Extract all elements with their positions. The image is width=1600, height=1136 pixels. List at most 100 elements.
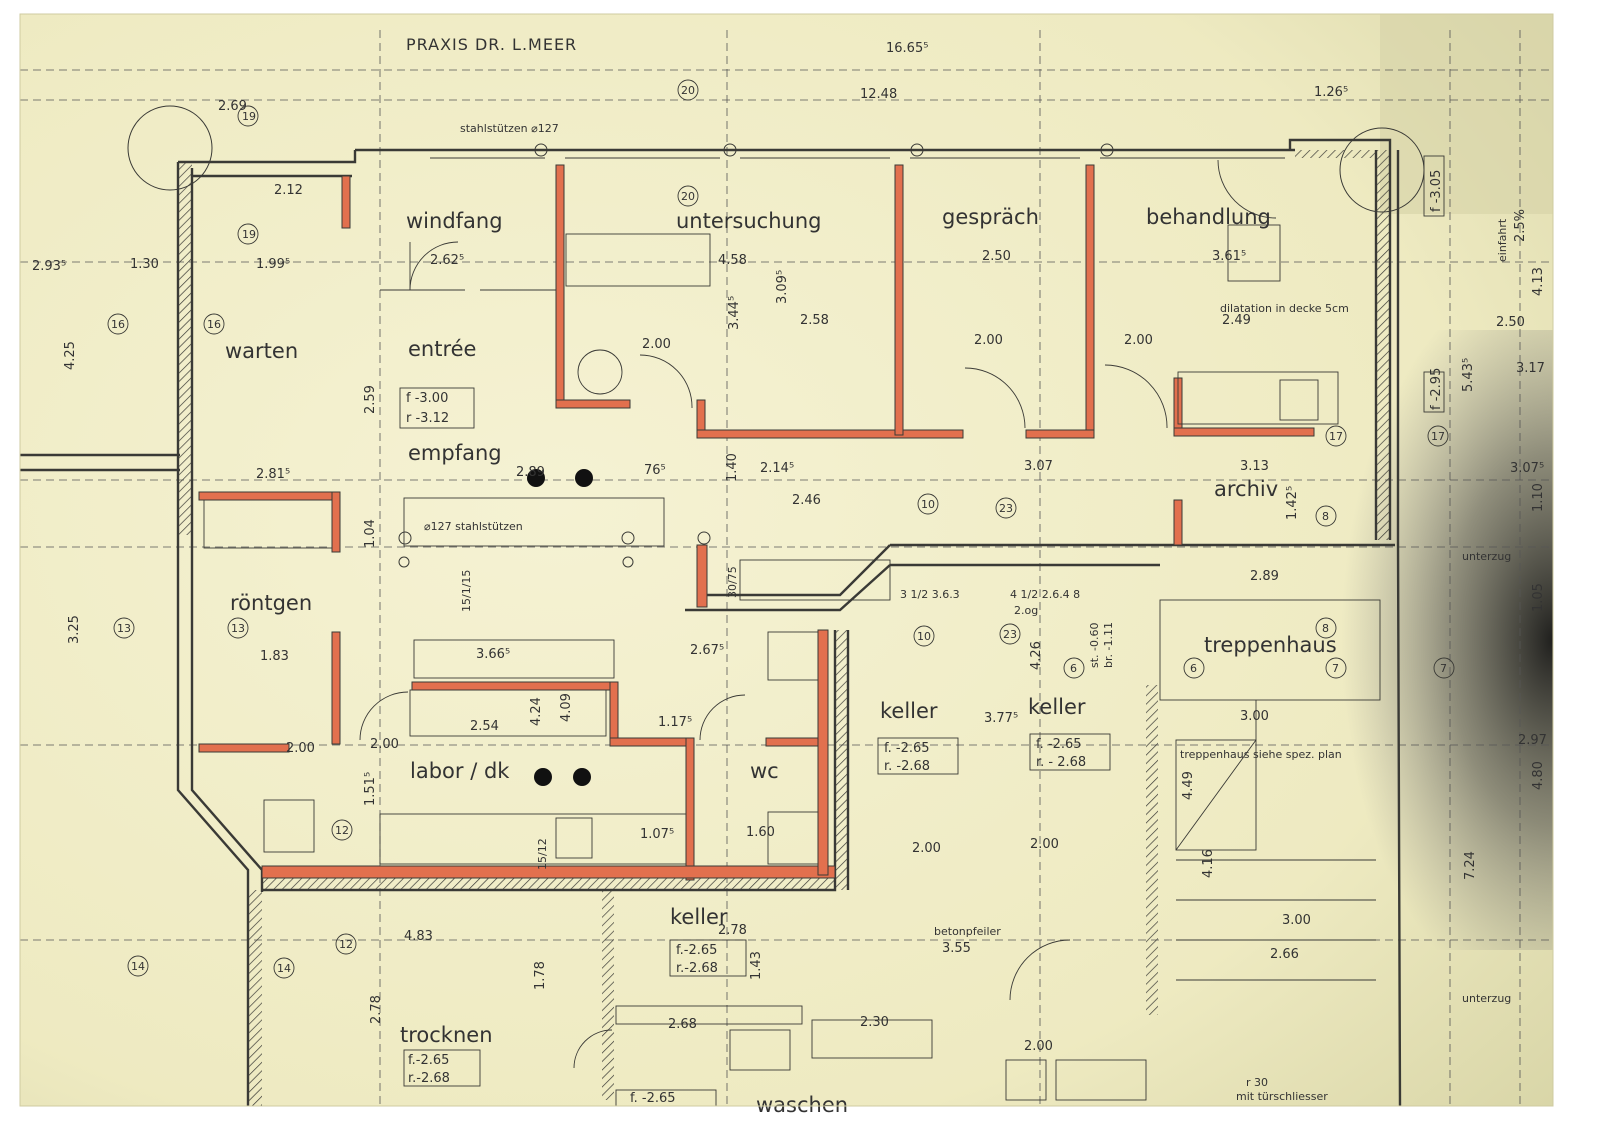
note-betonpfeiler: betonpfeiler [934, 925, 1001, 938]
axis-label: 6 [1190, 662, 1197, 675]
level-archiv-f: f -2.95 [1429, 368, 1444, 410]
dim-label: 30/75 [726, 566, 739, 598]
room-entree: entrée [408, 337, 476, 361]
level-behandlung-f: f -3.05 [1429, 170, 1444, 212]
dim-label: 2.00 [286, 741, 315, 756]
dim-label: 1.60 [746, 825, 775, 840]
note-dilatation: dilatation in decke 5cm [1220, 302, 1349, 315]
room-waschen: waschen [756, 1093, 848, 1117]
note-r30: r 30 [1246, 1076, 1268, 1089]
dim-label: 2.89 [1250, 569, 1279, 584]
columns [127, 105, 1425, 568]
room-treppenhaus: treppenhaus [1204, 633, 1337, 657]
axis-label: 16 [111, 318, 125, 331]
room-behandlung: behandlung [1146, 205, 1271, 229]
note-betonpfeiler-dim: 3.55 [942, 941, 971, 956]
axis-label: 8 [1322, 622, 1329, 635]
axis-label: 10 [921, 498, 935, 511]
dimension-labels: 12.48 1.26⁵ 2.69 2.93⁵ 1.30 1.99⁵ 2.62⁵ … [32, 85, 1547, 1054]
dim-label: 4.83 [404, 929, 433, 944]
axis-label: 23 [1003, 628, 1017, 641]
dim-label: 2.00 [642, 337, 671, 352]
dim-label: 2.46 [792, 493, 821, 508]
dim-label: 3.66⁵ [476, 647, 510, 662]
note-einfahrt-pct: 2.5% [1513, 209, 1528, 242]
dim-label: 3.61⁵ [1212, 249, 1246, 264]
fixtures [203, 224, 1381, 1107]
axis-label: 6 [1070, 662, 1077, 675]
dim-label: 3.13 [1240, 459, 1269, 474]
dim-label: 2.59 [363, 385, 378, 414]
room-keller-1: keller [880, 699, 938, 723]
note-keller-ref1: 3 1/2 3.6.3 [900, 588, 960, 601]
axis-label: 14 [131, 960, 145, 973]
dim-label: 4.13 [1531, 267, 1546, 296]
room-keller-3: keller [670, 905, 728, 929]
dim-label: 15/12 [536, 838, 549, 870]
dim-label: 2.93⁵ [32, 259, 66, 274]
dim-label: 3.17 [1516, 361, 1545, 376]
note-stahl-top: stahlstützen ⌀127 [460, 122, 559, 135]
dim-label: 1.07⁵ [640, 827, 674, 842]
level-keller3-r: r.-2.68 [676, 961, 718, 976]
dim-label: 3.07 [1024, 459, 1053, 474]
level-trocknen-r: r.-2.68 [408, 1071, 450, 1086]
dim-label: 2.00 [912, 841, 941, 856]
dim-label: 4.80 [1531, 761, 1546, 790]
dim-label: 2.78 [718, 923, 747, 938]
dim-label: 1.83 [260, 649, 289, 664]
notes: stahlstützen ⌀127 ⌀127 stahlstützen dila… [424, 122, 1528, 1103]
note-stahl-mid: ⌀127 stahlstützen [424, 520, 523, 533]
axis-marker-labels: 19 19 16 16 20 20 17 17 8 8 13 13 12 12 … [111, 84, 1447, 975]
dim-label: 1.10 [1531, 483, 1546, 512]
dim-label: 2.00 [974, 333, 1003, 348]
dim-label: 1.17⁵ [658, 715, 692, 730]
dim-overall: 16.65⁵ [886, 41, 928, 56]
dim-label: 12.48 [860, 87, 897, 102]
room-gespraech: gespräch [942, 205, 1039, 229]
room-roentgen: röntgen [230, 591, 312, 615]
dim-label: 2.00 [1024, 1039, 1053, 1054]
note-stair-st: st. -0.60 [1088, 623, 1101, 669]
level-entree-r: r -3.12 [406, 411, 449, 426]
level-trocknen-f: f.-2.65 [408, 1053, 449, 1068]
level-texts: f -3.00 r -3.12 f. -2.65 r. -2.68 f. -2.… [406, 170, 1444, 1106]
dim-label: 4.24 [529, 697, 544, 726]
level-waschen-f: f. -2.65 [630, 1091, 676, 1106]
dim-label: 2.89 [516, 465, 545, 480]
dim-label: 2.50 [982, 249, 1011, 264]
door-swings [359, 159, 1277, 1069]
room-archiv: archiv [1214, 477, 1278, 501]
dim-label: 2.54 [470, 719, 499, 734]
black-dots [527, 469, 593, 786]
axis-label: 7 [1440, 662, 1447, 675]
dim-label: 2.78 [369, 995, 384, 1024]
dim-label: 2.49 [1222, 313, 1251, 328]
axis-label: 10 [917, 630, 931, 643]
note-treppenhaus-plan: treppenhaus siehe spez. plan [1180, 748, 1342, 761]
dim-label: 4.26 [1029, 641, 1044, 670]
partition-walls [198, 164, 1315, 881]
dim-label: 1.05 [1531, 583, 1546, 612]
dim-label: 4.16 [1201, 849, 1216, 878]
axis-label: 13 [117, 622, 131, 635]
axis-label: 12 [339, 938, 353, 951]
axis-label: 16 [207, 318, 221, 331]
dim-label: 2.00 [1030, 837, 1059, 852]
dim-label: 4.09 [559, 693, 574, 722]
level-keller2-r: r. - 2.68 [1036, 755, 1086, 770]
axis-markers [107, 79, 1455, 979]
axis-label: 17 [1329, 430, 1343, 443]
dim-label: 3.25 [67, 615, 82, 644]
dim-label: 4.25 [63, 341, 78, 370]
dim-label: 4.49 [1181, 771, 1196, 800]
room-warten: warten [225, 339, 298, 363]
dim-label: 2.50 [1496, 315, 1525, 330]
axis-label: 7 [1332, 662, 1339, 675]
dim-label: 2.67⁵ [690, 643, 724, 658]
axis-label: 8 [1322, 510, 1329, 523]
axis-label: 19 [242, 110, 256, 123]
room-wc: wc [750, 759, 779, 783]
dim-label: 3.00 [1282, 913, 1311, 928]
dim-label: 2.66 [1270, 947, 1299, 962]
